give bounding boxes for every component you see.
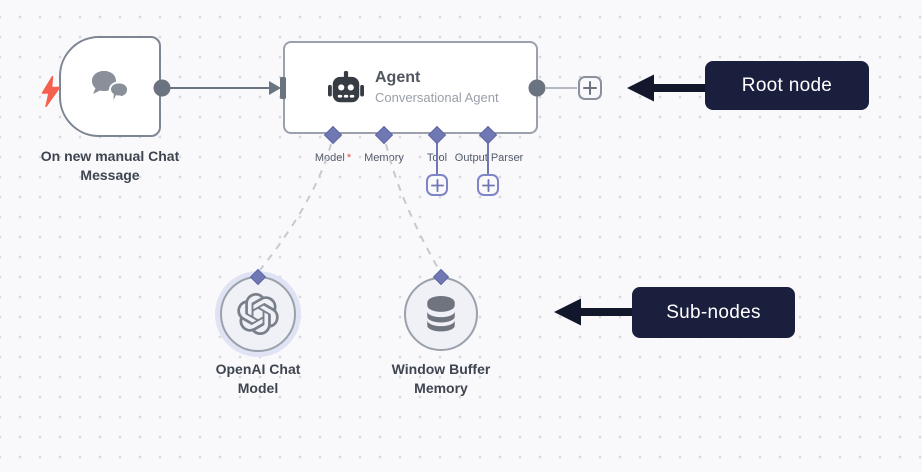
window-buffer-memory-node[interactable]: [404, 277, 478, 351]
plus-icon: [481, 178, 495, 192]
chat-bubbles-icon: [92, 70, 130, 103]
plus-icon: [583, 81, 597, 95]
agent-node[interactable]: Agent Conversational Agent: [283, 41, 538, 134]
openai-logo-icon: [237, 293, 279, 335]
robot-icon: [328, 70, 364, 102]
port-label-tool: Tool: [426, 152, 448, 164]
connection-arrowhead: [269, 81, 281, 95]
add-tool-button[interactable]: [426, 174, 448, 196]
sub-nodes-arrow: [554, 298, 633, 326]
required-asterisk: *: [346, 152, 352, 164]
port-label-output-parser: Output Parser: [454, 152, 524, 164]
sub-nodes-annotation: Sub-nodes: [632, 287, 795, 338]
agent-node-subtitle: Conversational Agent: [375, 90, 499, 106]
lightning-bolt-icon: [41, 76, 61, 107]
port-label-memory: Memory: [364, 152, 404, 164]
chat-trigger-node[interactable]: [59, 36, 161, 137]
openai-chat-model-node[interactable]: [220, 276, 296, 352]
root-node-annotation: Root node: [705, 61, 869, 110]
openai-node-label: OpenAI Chat Model: [215, 361, 301, 396]
database-icon: [427, 296, 455, 332]
add-output-parser-button[interactable]: [477, 174, 499, 196]
add-node-button[interactable]: [578, 76, 602, 100]
trigger-node-label: On new manual Chat Message: [40, 148, 180, 183]
plus-icon: [430, 178, 444, 192]
root-node-arrow: [627, 74, 706, 102]
agent-node-title: Agent: [375, 69, 421, 87]
memory-node-label: Window Buffer Memory: [391, 361, 491, 396]
port-label-model: Model*: [314, 152, 352, 164]
